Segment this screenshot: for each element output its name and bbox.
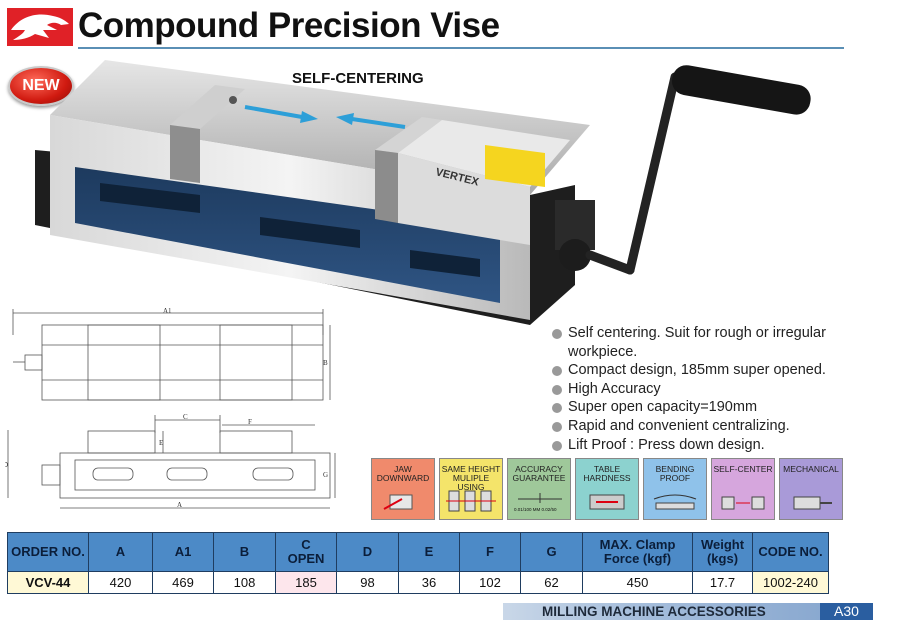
table-cell: 17.7 [692, 571, 753, 594]
feature-item: Lift Proof : Press down design. [552, 436, 872, 455]
code-no-cell: 1002-240 [752, 571, 829, 594]
col-header: B [213, 532, 276, 572]
order-no-cell: VCV-44 [7, 571, 89, 594]
table-cell: 108 [213, 571, 276, 594]
col-header: D [336, 532, 399, 572]
vise-illustration: VERTEX [35, 60, 811, 325]
accuracy-icon: ACCURACY GUARANTEE 0.01/100 MM 0.02/50 [507, 458, 571, 520]
feature-item: Rapid and convenient centralizing. [552, 417, 872, 436]
dim-label-a: A [177, 501, 182, 509]
col-header: CODE NO. [752, 532, 829, 572]
bending-proof-icon: BENDING PROOF [643, 458, 707, 520]
technical-drawing: A1 B C F E D G A [5, 307, 336, 509]
eagle-logo [7, 8, 73, 46]
jaw-downward-icon: JAW DOWNWARD [371, 458, 435, 520]
feature-item: Compact design, 185mm super opened. [552, 361, 872, 380]
table-hardness-icon: TABLE HARDNESS [575, 458, 639, 520]
col-header: G [520, 532, 583, 572]
dim-label-b: B [323, 359, 328, 367]
page-title: Compound Precision Vise [78, 6, 500, 45]
feature-item: Super open capacity=190mm [552, 398, 872, 417]
table-cell: 102 [459, 571, 521, 594]
spec-table: ORDER NO. A A1 B C OPEN D E F G MAX. Cla… [7, 532, 829, 594]
dim-label-f: F [248, 418, 252, 426]
self-center-icon: SELF-CENTER [711, 458, 775, 520]
col-header: A [88, 532, 153, 572]
col-header: C OPEN [275, 532, 337, 572]
table-cell: 62 [520, 571, 583, 594]
features-list: Self centering. Suit for rough or irregu… [552, 324, 872, 454]
new-badge: NEW [8, 66, 74, 106]
page-number: A30 [820, 603, 873, 620]
dim-label-e: E [159, 439, 163, 447]
dim-label-g: G [323, 471, 328, 479]
table-cell: 98 [336, 571, 399, 594]
col-header: F [459, 532, 521, 572]
feature-icons: JAW DOWNWARD SAME HEIGHT MULIPLE USING A… [371, 458, 843, 520]
dim-label-a1: A1 [163, 307, 172, 315]
same-height-icon: SAME HEIGHT MULIPLE USING [439, 458, 503, 520]
dim-label-d: D [5, 461, 8, 469]
col-header: Weight (kgs) [692, 532, 753, 572]
table-cell: 469 [152, 571, 214, 594]
feature-item: Self centering. Suit for rough or irregu… [552, 324, 872, 361]
title-rule [78, 47, 844, 49]
table-header-row: ORDER NO. A A1 B C OPEN D E F G MAX. Cla… [7, 532, 829, 572]
table-cell: 450 [582, 571, 693, 594]
table-cell: 185 [275, 571, 337, 594]
table-cell: 36 [398, 571, 460, 594]
footer-bar [503, 603, 820, 620]
table-cell: 420 [88, 571, 153, 594]
eagle-icon [11, 14, 69, 41]
col-header: E [398, 532, 460, 572]
footer-section: MILLING MACHINE ACCESSORIES [542, 604, 766, 619]
mechanical-icon: MECHANICAL [779, 458, 843, 520]
dim-label-c: C [183, 413, 188, 421]
feature-item: High Accuracy [552, 380, 872, 399]
col-header: ORDER NO. [7, 532, 89, 572]
col-header: MAX. Clamp Force (kgf) [582, 532, 693, 572]
subtitle: SELF-CENTERING [292, 70, 424, 87]
col-header: A1 [152, 532, 214, 572]
table-row: VCV-44 420 469 108 185 98 36 102 62 450 … [7, 571, 829, 594]
accuracy-note: 0.01/100 MM 0.02/50 [514, 507, 557, 512]
